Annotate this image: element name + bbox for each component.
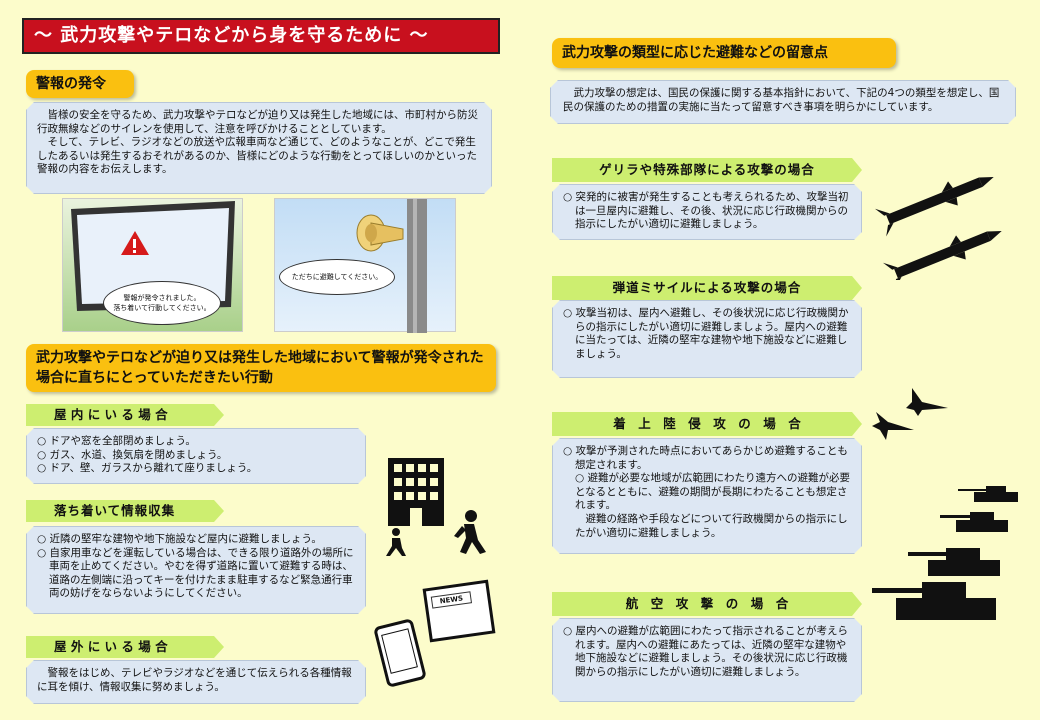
tv-illustration: 警報が発令されました。 落ち着いて行動してください。: [62, 198, 243, 332]
tv-icon: [71, 201, 235, 311]
fighter-jet-icon: [906, 388, 948, 416]
outdoor-tab: 屋 外 に い る 場 合: [26, 636, 224, 658]
types-intro: 武力攻撃の想定は、国民の保護に関する基本指針において、下記の4つの類型を想定し、…: [563, 87, 1000, 113]
indoor-item: ○ ドア、壁、ガラスから離れて座りましょう。: [37, 462, 258, 475]
warning-heading: 警報の発令: [26, 70, 134, 98]
air-body: ○ 屋内への避難が広範囲にわたって指示されることが考えられます。屋内への避難にあ…: [563, 625, 848, 678]
outdoor-body: 警報をはじめ、テレビやラジオなどを通じて伝えられる各種情報に耳を傾け、情報収集に…: [37, 667, 352, 693]
action-heading: 武力攻撃やテロなどが迫り又は発生した地域において警報が発令された場合に直ちにとっ…: [26, 344, 496, 392]
walking-person-icon: [386, 528, 406, 556]
speaker-illustration: ただちに避難してください。: [274, 198, 456, 333]
tv-speech-bubble: 警報が発令されました。 落ち着いて行動してください。: [103, 281, 221, 325]
landing-box: ○ 攻撃が予測された時点においてあらかじめ避難することも想定されます。 ○ 避難…: [552, 438, 862, 554]
missile-illustration: [874, 176, 1002, 280]
missile-tab: 弾道ミサイルによる攻撃の場合: [552, 276, 862, 300]
smartphone-icon: [373, 618, 427, 688]
info-tab: 落ち着いて情報収集: [26, 500, 224, 522]
air-box: ○ 屋内への避難が広範囲にわたって指示されることが考えられます。屋内への避難にあ…: [552, 618, 862, 702]
indoor-box: ○ ドアや窓を全部閉めましょう。 ○ ガス、水道、換気扇を閉めましょう。 ○ ド…: [26, 428, 366, 484]
indoor-tab: 屋 内 に い る 場 合: [26, 404, 224, 426]
tank-icon: [958, 486, 1018, 502]
news-tv-icon: NEWS: [422, 579, 496, 643]
warning-body: 皆様の安全を守るため、武力攻撃やテロなどが迫り又は発生した地域には、市町村から防…: [37, 109, 478, 176]
indoor-item: ○ ドアや窓を全部閉めましょう。: [37, 435, 196, 447]
outdoor-box: 警報をはじめ、テレビやラジオなどを通じて伝えられる各種情報に耳を傾け、情報収集に…: [26, 660, 366, 704]
missile-icon: [882, 230, 1002, 280]
news-label: NEWS: [430, 591, 473, 609]
tank-icon: [940, 512, 1008, 532]
building-people-illustration: [386, 458, 486, 556]
main-title: 〜 武力攻撃やテロなどから身を守るために 〜: [22, 18, 500, 54]
indoor-item: ○ ガス、水道、換気扇を閉めましょう。: [37, 448, 228, 461]
air-tab: 航 空 攻 撃 の 場 合: [552, 592, 862, 616]
landing-body: ○ 攻撃が予測された時点においてあらかじめ避難することも想定されます。 ○ 避難…: [563, 445, 850, 539]
types-intro-box: 武力攻撃の想定は、国民の保護に関する基本指針において、下記の4つの類型を想定し、…: [550, 80, 1016, 124]
missile-body: ○ 攻撃当初は、屋内へ避難し、その後状況に応じ行政機関からの指示にしたがい適切に…: [563, 307, 849, 360]
guerrilla-body: ○ 突発的に被害が発生することも考えられるため、攻撃当初は一旦屋内に避難し、その…: [563, 191, 849, 231]
running-person-icon: [454, 510, 486, 554]
guerrilla-tab: ゲリラや特殊部隊による攻撃の場合: [552, 158, 862, 182]
warning-body-box: 皆様の安全を守るため、武力攻撃やテロなどが迫り又は発生した地域には、市町村から防…: [26, 102, 492, 194]
fighter-jet-icon: [872, 412, 914, 440]
speaker-speech-bubble: ただちに避難してください。: [279, 259, 395, 295]
tank-icon: [908, 548, 1000, 576]
landing-tab: 着 上 陸 侵 攻 の 場 合: [552, 412, 862, 436]
missile-box: ○ 攻撃当初は、屋内へ避難し、その後状況に応じ行政機関からの指示にしたがい適切に…: [552, 300, 862, 378]
types-heading: 武力攻撃の類型に応じた避難などの留意点: [552, 38, 896, 68]
info-box: ○ 近隣の堅牢な建物や地下施設など屋内に避難しましょう。 ○ 自家用車などを運転…: [26, 526, 366, 614]
tanks-illustration: [872, 486, 1018, 620]
tank-icon: [872, 582, 996, 620]
info-item: ○ 近隣の堅牢な建物や地下施設など屋内に避難しましょう。: [37, 533, 322, 545]
fighter-jets-illustration: [872, 388, 948, 440]
building-icon: [388, 458, 444, 526]
info-item: ○ 自家用車などを運転している場合は、できる限り道路外の場所に車両を止めてくださ…: [37, 546, 354, 600]
guerrilla-box: ○ 突発的に被害が発生することも考えられるため、攻撃当初は一旦屋内に避難し、その…: [552, 184, 862, 240]
missile-icon: [874, 176, 994, 237]
loudspeaker-icon: [356, 199, 427, 333]
